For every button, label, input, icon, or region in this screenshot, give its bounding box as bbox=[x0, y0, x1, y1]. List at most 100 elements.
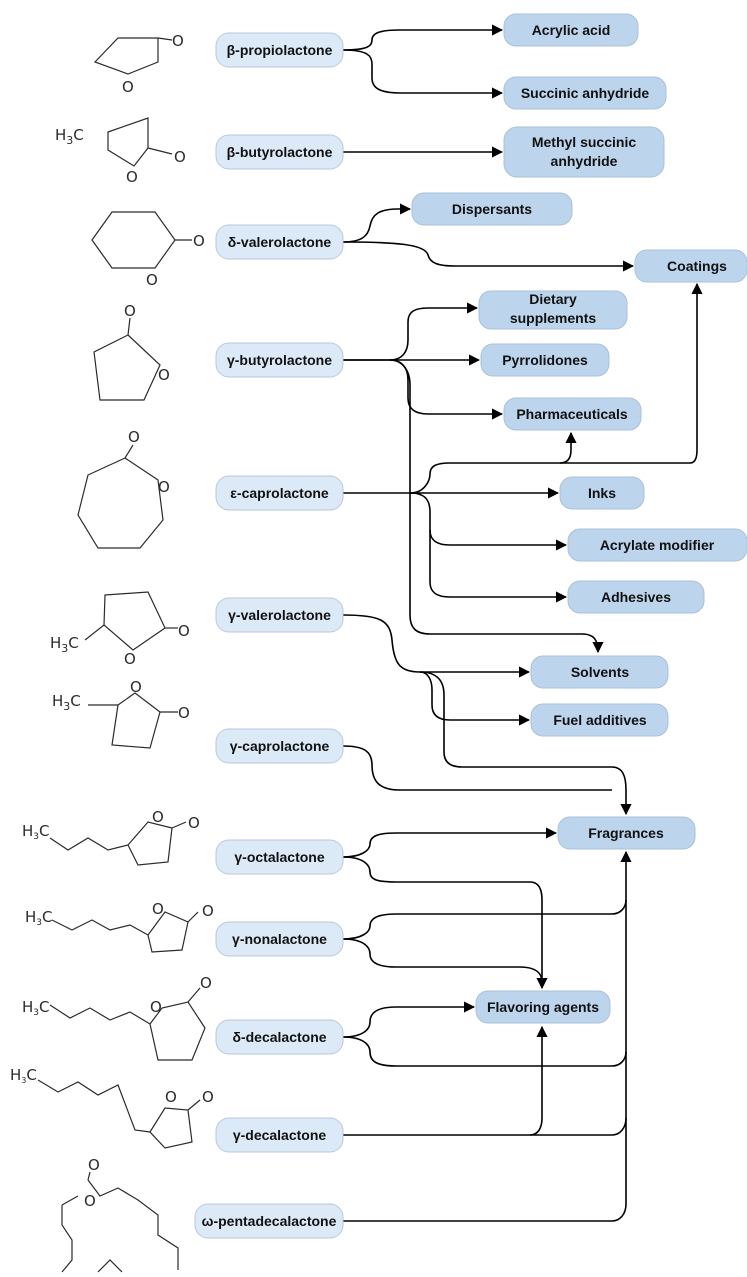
node-ecl[interactable]: ε-caprolactone bbox=[215, 475, 344, 511]
svg-text:O: O bbox=[174, 148, 186, 166]
edge-gvl-fragrances bbox=[419, 671, 632, 816]
product-nodes: Acrylic acid Succinic anhydride Methyl s… bbox=[411, 13, 747, 1024]
product-acrylate-modifier[interactable]: Acrylate modifier bbox=[567, 528, 747, 562]
product-acrylic-acid-label: Acrylic acid bbox=[532, 22, 611, 38]
product-pharmaceuticals-label: Pharmaceuticals bbox=[516, 406, 627, 422]
edge-gdc-flavoring bbox=[343, 1025, 548, 1136]
product-inks-label: Inks bbox=[588, 485, 616, 501]
svg-text:H3C: H3C bbox=[10, 1066, 37, 1085]
product-acrylate-modifier-label: Acrylate modifier bbox=[600, 537, 715, 553]
product-methyl-succinic-anhydride[interactable]: Methyl succinic anhydride bbox=[503, 126, 665, 178]
edge-ecl-adhesives bbox=[429, 530, 568, 603]
product-inks[interactable]: Inks bbox=[559, 476, 645, 510]
edge-goc-flavoring bbox=[342, 856, 548, 990]
product-dispersants[interactable]: Dispersants bbox=[411, 192, 573, 226]
edge-gbl-dietary bbox=[343, 302, 479, 361]
product-acrylic-acid[interactable]: Acrylic acid bbox=[503, 13, 639, 47]
product-fragrances[interactable]: Fragrances bbox=[557, 816, 696, 850]
structure-gdc-icon: H3C O O bbox=[10, 1066, 214, 1149]
structure-bpl-icon: O O bbox=[93, 32, 184, 96]
edge-wpd-fragrances bbox=[343, 850, 632, 1222]
product-dietary-label-2: supplements bbox=[510, 310, 597, 326]
node-gdc[interactable]: γ-decalactone bbox=[215, 1117, 344, 1153]
lactone-nodes: β-propiolactone β-butyrolactone δ-valero… bbox=[194, 32, 344, 1239]
product-coatings[interactable]: Coatings bbox=[634, 249, 747, 283]
svg-text:O: O bbox=[172, 32, 184, 50]
node-gcl-label: γ-caprolactone bbox=[230, 738, 330, 754]
svg-text:O: O bbox=[165, 1088, 177, 1106]
product-fragrances-label: Fragrances bbox=[588, 825, 664, 841]
structure-ecl-icon: O O bbox=[77, 428, 170, 549]
structure-gcl-icon: H3C O O bbox=[52, 678, 190, 749]
product-pyrrolidones-label: Pyrrolidones bbox=[502, 352, 588, 368]
node-gbl-label: γ-butyrolactone bbox=[227, 352, 332, 368]
svg-text:O: O bbox=[202, 902, 214, 920]
svg-text:O: O bbox=[84, 1192, 96, 1210]
edge-ddc-fragrances bbox=[342, 1036, 627, 1067]
svg-text:O: O bbox=[150, 998, 162, 1016]
node-ddc[interactable]: δ-decalactone bbox=[215, 1019, 344, 1055]
svg-text:O: O bbox=[128, 428, 140, 446]
product-adhesives-label: Adhesives bbox=[601, 589, 671, 605]
svg-text:H3C: H3C bbox=[50, 634, 79, 655]
structure-gvl-icon: H3C O O bbox=[50, 591, 190, 668]
svg-text:O: O bbox=[88, 1156, 100, 1174]
svg-text:H3C: H3C bbox=[25, 908, 53, 928]
edge-gvl-solvents bbox=[342, 614, 531, 678]
svg-text:O: O bbox=[130, 678, 142, 696]
node-gvl-label: γ-valerolactone bbox=[228, 607, 331, 623]
svg-text:O: O bbox=[152, 808, 164, 826]
edge-dvl-coatings bbox=[342, 241, 635, 272]
structure-wpd-icon: O O bbox=[61, 1156, 179, 1273]
product-methyl-label-1: Methyl succinic bbox=[532, 134, 636, 150]
node-wpd-label: ω-pentadecalactone bbox=[202, 1213, 337, 1229]
svg-text:H3C: H3C bbox=[52, 692, 81, 713]
edge-gdc-fragrances bbox=[530, 1117, 627, 1136]
edge-dvl-dispersants bbox=[342, 203, 412, 243]
product-dietary-supplements[interactable]: Dietary supplements bbox=[478, 290, 628, 330]
product-dietary-label-1: Dietary bbox=[529, 291, 577, 307]
product-methyl-label-2: anhydride bbox=[551, 153, 618, 169]
edge-gbl-solvents bbox=[389, 359, 604, 654]
node-gvl[interactable]: γ-valerolactone bbox=[215, 597, 344, 633]
product-succinic-anhydride-label: Succinic anhydride bbox=[521, 85, 650, 101]
product-pyrrolidones[interactable]: Pyrrolidones bbox=[480, 343, 610, 377]
edge-ecl-coatings bbox=[409, 282, 703, 494]
node-dvl-label: δ-valerolactone bbox=[228, 234, 332, 250]
product-succinic-anhydride[interactable]: Succinic anhydride bbox=[503, 76, 667, 110]
structure-dvl-icon: O O bbox=[91, 211, 205, 289]
node-gcl[interactable]: γ-caprolactone bbox=[215, 728, 344, 764]
node-wpd[interactable]: ω-pentadecalactone bbox=[194, 1203, 344, 1239]
edge-gno-flavoring bbox=[342, 938, 543, 983]
product-flavoring-agents[interactable]: Flavoring agents bbox=[475, 990, 611, 1024]
node-gdc-label: γ-decalactone bbox=[233, 1127, 327, 1143]
node-gno[interactable]: γ-nonalactone bbox=[215, 921, 344, 957]
svg-text:O: O bbox=[193, 232, 205, 250]
product-fuel-additives[interactable]: Fuel additives bbox=[530, 703, 669, 737]
product-coatings-label: Coatings bbox=[667, 258, 727, 274]
product-fuel-additives-label: Fuel additives bbox=[553, 712, 647, 728]
svg-text:O: O bbox=[152, 900, 164, 918]
product-solvents[interactable]: Solvents bbox=[530, 655, 669, 689]
svg-text:O: O bbox=[158, 478, 170, 496]
node-bpl[interactable]: β-propiolactone bbox=[215, 32, 344, 68]
product-pharmaceuticals[interactable]: Pharmaceuticals bbox=[503, 397, 642, 431]
svg-text:O: O bbox=[126, 168, 138, 186]
edge-bpl-acrylic bbox=[342, 24, 504, 51]
node-dvl[interactable]: δ-valerolactone bbox=[215, 224, 344, 260]
svg-text:H3C: H3C bbox=[55, 126, 84, 147]
structure-bbl-icon: H3C O O bbox=[55, 117, 186, 186]
node-gbl[interactable]: γ-butyrolactone bbox=[215, 342, 344, 378]
edge-goc-fragrances bbox=[342, 827, 558, 858]
node-bbl[interactable]: β-butyrolactone bbox=[215, 134, 344, 170]
node-goc[interactable]: γ-octalactone bbox=[215, 839, 344, 875]
product-dispersants-label: Dispersants bbox=[452, 201, 532, 217]
node-ecl-label: ε-caprolactone bbox=[230, 485, 329, 501]
edge-ddc-flavoring bbox=[342, 1001, 476, 1038]
structure-gbl-icon: O O bbox=[93, 302, 170, 401]
node-bbl-label: β-butyrolactone bbox=[227, 144, 333, 160]
product-adhesives[interactable]: Adhesives bbox=[567, 580, 705, 614]
node-bpl-label: β-propiolactone bbox=[227, 42, 333, 58]
svg-text:O: O bbox=[124, 302, 136, 320]
